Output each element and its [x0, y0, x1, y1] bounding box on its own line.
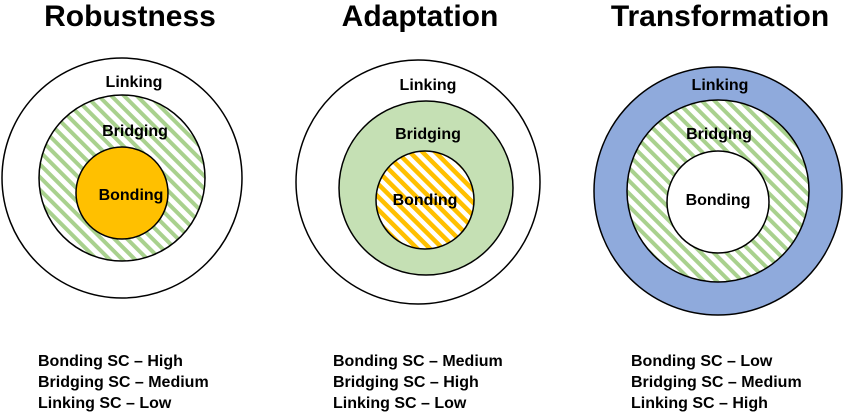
legend-adaptation: Bonding SC – Medium Bridging SC – High L…: [333, 351, 503, 414]
label-bonding: Bonding: [99, 187, 164, 204]
label-bridging: Bridging: [686, 126, 752, 143]
label-bridging: Bridging: [102, 123, 168, 140]
legend-linking: Linking SC – Low: [333, 395, 467, 412]
legend-bonding: Bonding SC – High: [38, 353, 183, 370]
legend-bridging: Bridging SC – Medium: [38, 374, 209, 391]
label-linking: Linking: [106, 74, 163, 91]
legend-bridging: Bridging SC – Medium: [631, 374, 802, 391]
label-bridging: Bridging: [395, 126, 461, 143]
label-bonding: Bonding: [686, 192, 751, 209]
label-bonding: Bonding: [393, 192, 458, 209]
legend-bonding: Bonding SC – Medium: [333, 353, 503, 370]
panel-adaptation: Linking Bridging Bonding: [295, 59, 541, 305]
legend-transformation: Bonding SC – Low Bridging SC – Medium Li…: [631, 351, 802, 414]
ring-bonding: [666, 150, 770, 254]
panel-robustness: Linking Bridging Bonding: [1, 57, 243, 299]
legend-bonding: Bonding SC – Low: [631, 353, 773, 370]
legend-linking: Linking SC – Low: [38, 395, 172, 412]
title-transformation: Transformation: [610, 0, 830, 33]
legend-linking: Linking SC – High: [631, 395, 768, 412]
label-linking: Linking: [400, 77, 457, 94]
title-adaptation: Adaptation: [341, 0, 499, 33]
label-linking: Linking: [692, 77, 749, 94]
legend-bridging: Bridging SC – High: [333, 374, 479, 391]
legend-robustness: Bonding SC – High Bridging SC – Medium L…: [38, 351, 209, 414]
title-robustness: Robustness: [44, 0, 216, 33]
panel-transformation: Linking Bridging Bonding: [593, 66, 843, 316]
ring-bonding: [375, 150, 475, 250]
ring-bonding: [75, 146, 169, 240]
